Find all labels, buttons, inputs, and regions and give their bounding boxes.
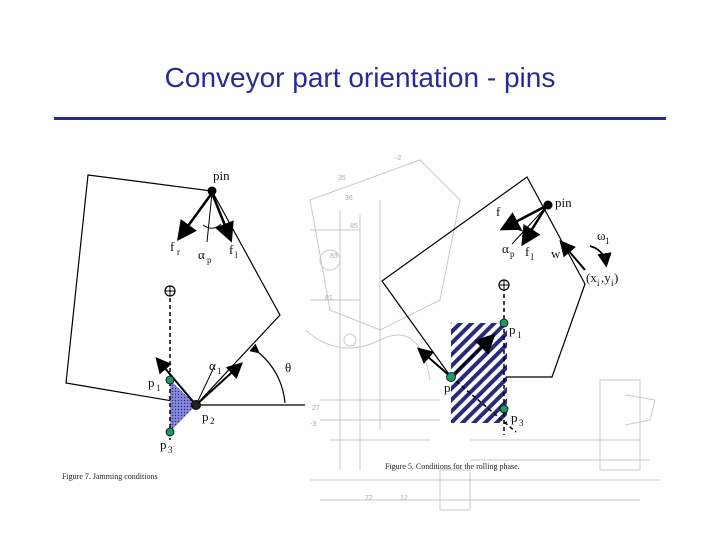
svg-text:35: 35 [338,175,346,182]
left-pin [207,186,217,196]
svg-text:27: 27 [312,405,320,412]
left-theta-arc [249,343,286,404]
coord-mid: ,y [601,270,611,285]
left-label-fr-sub: r [177,247,180,257]
left-label-alpha: α [198,247,205,262]
left-point-p1 [165,375,175,385]
right-point-p2 [446,372,456,382]
svg-text:72: 72 [365,495,373,502]
coord-sub-y: i [611,278,614,288]
left-label-alpha1-sub: 1 [217,366,222,376]
left-label-alpha1: α [209,358,216,373]
right-label-alpha: α [502,241,509,256]
left-figure-caption: Figure 7. Jamming conditions [62,472,158,481]
left-jamming-region [170,380,196,432]
left-label-p2-sub: 2 [210,416,215,426]
left-contact-force-1 [155,356,197,406]
right-dashed-diagonal [450,376,517,433]
left-force-fl [210,192,234,243]
left-label-fr: f [170,239,175,254]
background-sketch [304,159,660,511]
right-label-w: w [551,246,561,261]
left-label-p1: p [148,375,155,390]
svg-text:-2: -2 [395,155,401,162]
right-label-p1: p [509,322,516,337]
svg-text:85: 85 [350,223,358,230]
right-contact-force-2 [450,333,496,378]
right-label-fl: f [525,244,530,259]
left-label-p2: p [202,409,209,424]
right-part-outline [381,176,586,378]
left-part-outline [65,174,281,406]
left-figure: pin f r α p f l p 1 α 1 θ p 2 p 3 Figure… [62,168,305,481]
right-figure: pin f α p f l ω 1 w (x i ,y i ) p 1 p p … [381,176,618,471]
slide-title: Conveyor part orientation - pins [164,62,556,93]
left-label-p3: p [160,437,167,452]
left-label-alpha-sub: p [207,255,212,265]
right-label-omega: ω [597,228,606,243]
right-label-p1-sub: 1 [517,330,522,340]
right-force-fl [521,206,548,247]
svg-text:81: 81 [325,295,333,302]
background-sketch-labels: -2 35 36 85 81 83 -3 27 12 72 [310,155,408,502]
svg-text:36: 36 [345,195,353,202]
left-angle-arc [202,223,222,229]
left-label-p1-sub: 1 [156,383,161,393]
svg-text:83: 83 [330,253,338,260]
right-label-pin: pin [555,195,572,210]
right-figure-caption: Figure 5. Conditions for the rolling pha… [385,462,520,471]
svg-text:-3: -3 [310,421,316,428]
left-point-p3 [165,427,175,437]
right-label-p3: p [511,410,518,425]
left-point-p2 [191,400,201,410]
title-underline [54,117,666,120]
right-label-omega-sub: 1 [605,236,610,246]
right-force-f [499,204,547,231]
coord-sub-x: i [597,278,600,288]
right-contact-force-1 [416,347,452,378]
right-label-alpha-sub: p [510,249,515,259]
coord-open: (x [586,270,597,285]
left-force-fr [177,192,214,242]
right-label-fl-sub: l [531,252,534,262]
right-omega-arc [589,245,612,268]
right-label-p3-sub: 3 [519,418,524,428]
left-label-fl: f [229,242,234,257]
right-force-w [559,239,586,271]
left-label-pin: pin [213,168,230,183]
left-label-theta: θ [285,360,291,375]
coord-close: ) [614,270,618,285]
left-label-fl-sub: l [235,250,238,260]
right-label-f: f [496,204,501,219]
right-point-p3 [499,404,509,414]
right-label-p2: p [444,380,451,395]
right-rolling-region [451,323,507,423]
right-label-coord: (x i ,y i ) [586,270,618,288]
left-contact-force-2 [195,362,243,406]
right-point-p1 [499,318,509,328]
left-label-p3-sub: 3 [168,445,173,455]
svg-text:12: 12 [400,495,408,502]
